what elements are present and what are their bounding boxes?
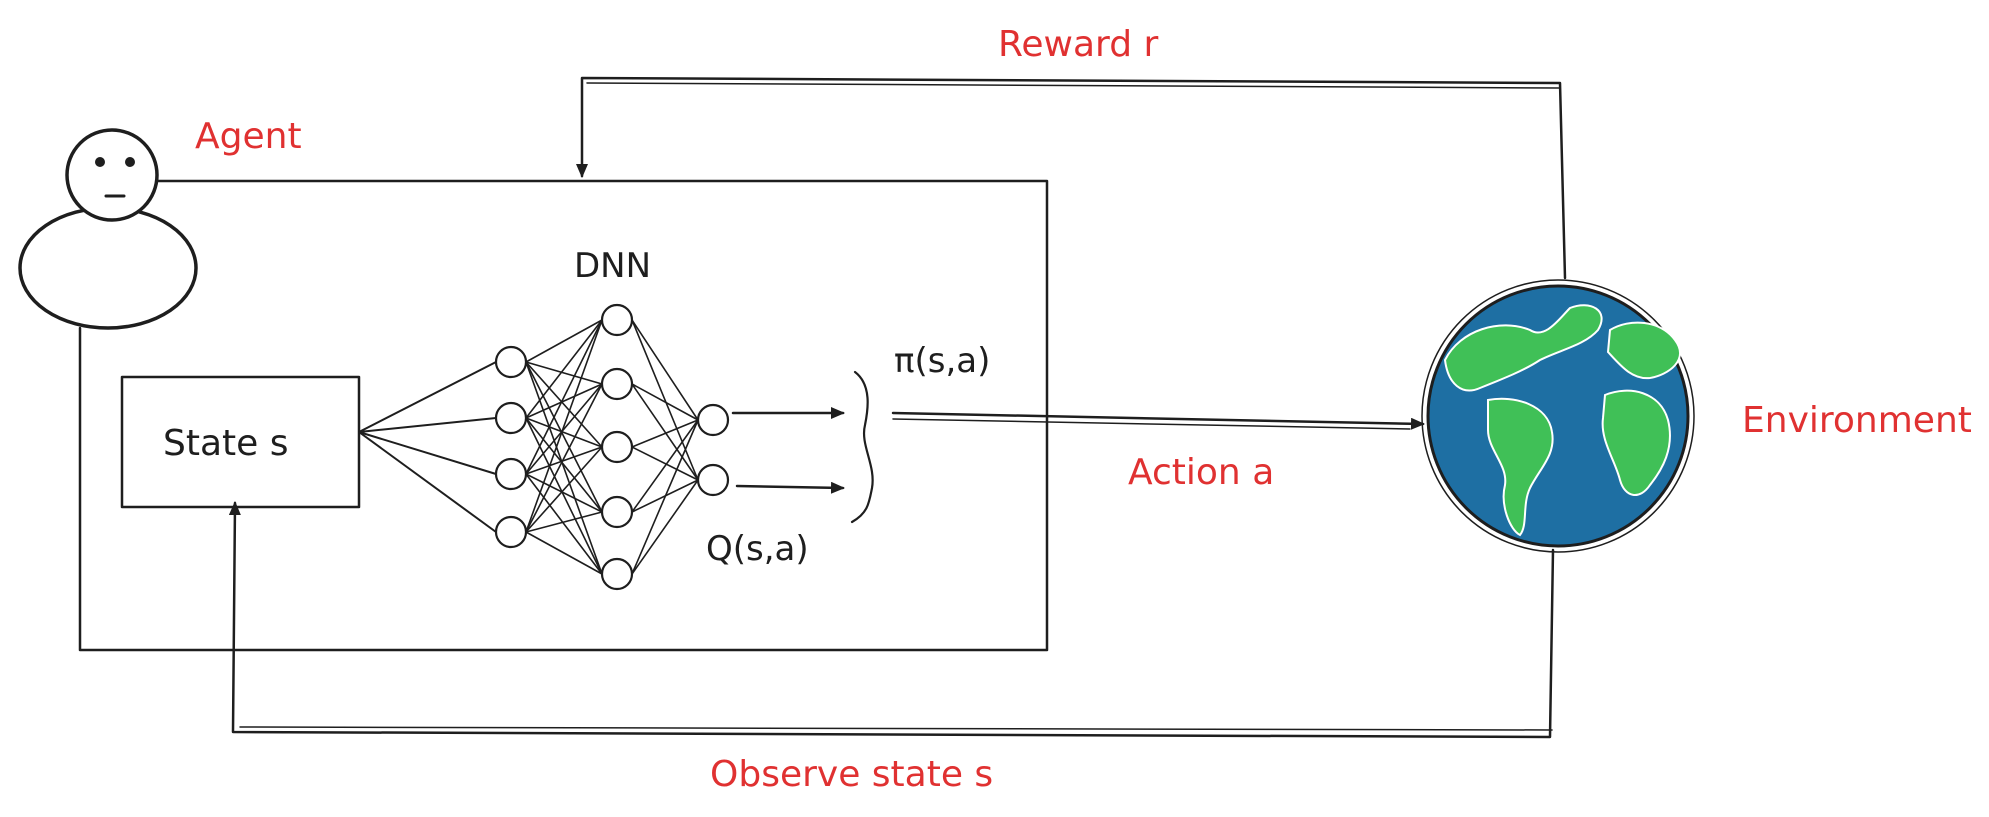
dnn-connections	[358, 319, 699, 575]
dnn-edge	[631, 479, 699, 575]
state-to-input-edge	[358, 361, 497, 433]
dnn-edge	[631, 419, 699, 448]
reward-arrow	[576, 76, 1567, 280]
dnn-edge	[525, 319, 603, 363]
dnn-edge	[525, 361, 603, 448]
dnn-edge	[525, 446, 603, 475]
environment-label: Environment	[1742, 400, 1972, 441]
dnn-neuron	[494, 515, 528, 549]
state-to-input-edge	[358, 417, 497, 433]
state-to-input-edge	[358, 431, 497, 533]
dnn-edge	[525, 383, 603, 533]
dnn-neuron	[494, 457, 528, 491]
dnn-edge	[631, 419, 699, 575]
dnn-edge	[631, 446, 699, 481]
action-label: Action a	[1128, 452, 1274, 493]
dnn-edge	[525, 319, 603, 533]
agent-label: Agent	[195, 116, 302, 157]
dnn-edge	[525, 417, 603, 575]
dnn-neuron	[600, 367, 634, 401]
dnn-edge	[631, 419, 699, 513]
reward-label: Reward r	[998, 24, 1159, 65]
observe-label: Observe state s	[710, 754, 993, 795]
state-label: State s	[163, 423, 289, 464]
dnn-edge	[525, 361, 603, 385]
dnn-edge	[525, 531, 603, 575]
dnn-edge	[525, 473, 603, 575]
dnn-neuron	[600, 303, 634, 337]
dnn-edge	[525, 361, 603, 575]
dnn-edge	[525, 446, 603, 533]
dnn-neuron	[600, 557, 634, 591]
dnn-edge	[525, 417, 603, 448]
output-brace	[850, 370, 874, 524]
dnn-edge	[525, 319, 603, 419]
dnn-edge	[525, 473, 603, 513]
dnn-neuron	[600, 430, 634, 464]
dnn-neuron	[494, 345, 528, 379]
globe-icon	[1421, 279, 1695, 553]
dnn-neuron	[600, 495, 634, 529]
dnn-neuron	[696, 403, 730, 437]
policy-label: π(s,a)	[894, 341, 990, 381]
dnn-edge	[631, 319, 699, 481]
dnn-edge	[525, 383, 603, 475]
dnn-edge	[525, 383, 603, 419]
dnn-edge	[525, 361, 603, 513]
agent-frame	[78, 179, 1049, 652]
dnn-label: DNN	[574, 246, 651, 286]
agent-icon	[18, 128, 198, 330]
dnn-neurons	[494, 303, 730, 591]
action-arrow	[891, 411, 1425, 430]
dnn-neuron	[494, 401, 528, 435]
dnn-neuron	[696, 463, 730, 497]
observe-arrow	[228, 501, 1555, 739]
dnn-edge	[525, 319, 603, 475]
dnn-edge	[525, 417, 603, 513]
state-to-input-edge	[358, 431, 497, 475]
q-output-arrow	[735, 481, 845, 494]
dnn-edge	[631, 383, 699, 421]
dnn-edge	[525, 511, 603, 533]
q-label: Q(s,a)	[706, 529, 809, 569]
dnn-edge	[631, 383, 699, 481]
dnn-edge	[631, 319, 699, 421]
